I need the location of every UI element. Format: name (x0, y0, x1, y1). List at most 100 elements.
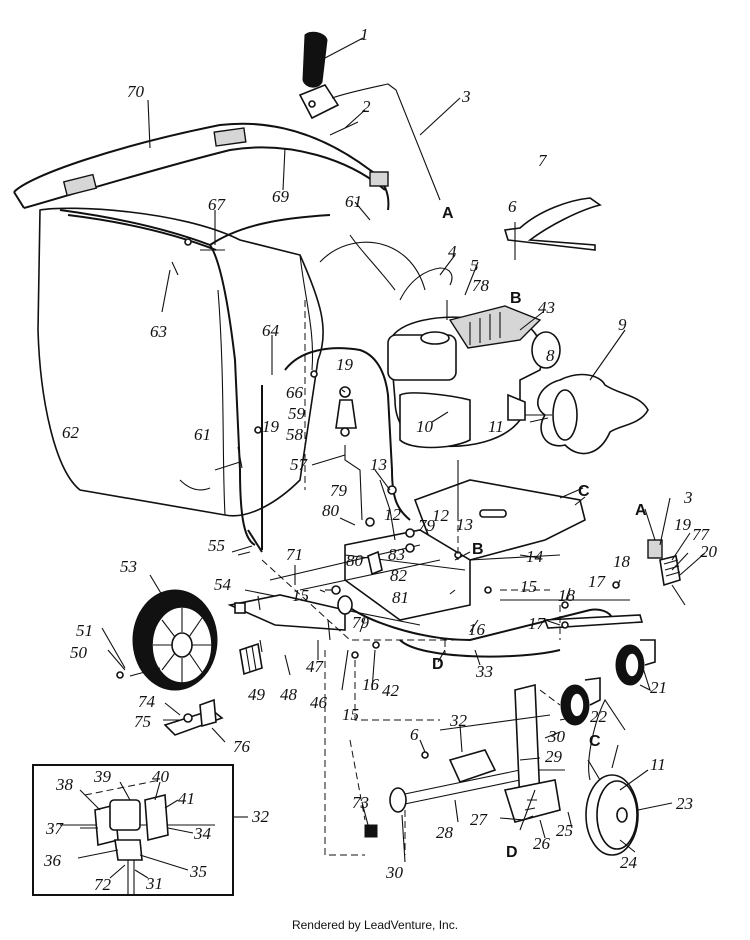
drive-assembly (364, 683, 565, 838)
callout-39: 39 (93, 767, 112, 786)
callout-62: 62 (62, 423, 80, 442)
callout-9: 9 (618, 315, 627, 334)
callout-79: 79 (330, 481, 348, 500)
callout-18b: 18 (558, 586, 576, 605)
letter-c-top: C (578, 483, 590, 500)
inset-detail-box (32, 764, 234, 896)
callout-58: 58 (286, 425, 304, 444)
callout-22: 22 (590, 707, 608, 726)
leader-lines (77, 37, 706, 879)
callout-19: 19 (336, 355, 354, 374)
callout-37: 37 (45, 819, 65, 838)
callout-74: 74 (138, 692, 156, 711)
caster-bracket (500, 539, 686, 629)
callout-14: 14 (526, 547, 544, 566)
callout-labels: 1 2 3 70 69 67 63 61 6 7 4 5 78 43 9 8 6… (43, 25, 718, 894)
callout-54: 54 (214, 575, 232, 594)
callout-19c: 19 (674, 515, 692, 534)
callout-27: 27 (470, 810, 489, 829)
engine (349, 234, 561, 449)
callout-73: 73 (352, 793, 369, 812)
callout-69: 69 (272, 187, 290, 206)
callout-70: 70 (127, 82, 145, 101)
callout-79c: 79 (352, 613, 370, 632)
alignment-lines (261, 300, 561, 856)
callout-42: 42 (382, 681, 400, 700)
letter-c-bottom: C (589, 733, 601, 750)
callout-46: 46 (310, 693, 328, 712)
callout-15b: 15 (292, 586, 309, 605)
callout-71: 71 (286, 545, 303, 564)
callout-80: 80 (322, 501, 340, 520)
callout-13: 13 (370, 455, 387, 474)
callout-82: 82 (390, 566, 408, 585)
callout-16: 16 (468, 620, 486, 639)
callout-11: 11 (488, 417, 504, 436)
callout-8: 8 (546, 346, 555, 365)
front-casters (560, 639, 656, 726)
impeller (525, 373, 649, 455)
callout-20: 20 (700, 542, 718, 561)
callout-34: 34 (193, 824, 212, 843)
callout-21: 21 (650, 678, 667, 697)
callout-61b: 61 (194, 425, 211, 444)
callout-50: 50 (70, 643, 88, 662)
callout-23: 23 (676, 794, 693, 813)
callout-26: 26 (533, 834, 551, 853)
callout-66: 66 (286, 383, 304, 402)
callout-41: 41 (178, 789, 195, 808)
callout-15: 15 (520, 577, 537, 596)
drive-pulley (585, 698, 639, 856)
letter-a-top: A (442, 205, 454, 222)
callout-40: 40 (152, 767, 170, 786)
callout-30: 30 (547, 727, 566, 746)
height-adjust-rod (335, 386, 396, 541)
callout-10: 10 (416, 417, 434, 436)
callout-32: 32 (449, 711, 468, 730)
callout-55: 55 (208, 536, 225, 555)
callout-15c: 15 (342, 705, 359, 724)
callout-2: 2 (362, 97, 371, 116)
callout-32b: 32 (251, 807, 270, 826)
callout-4: 4 (448, 242, 457, 261)
callout-78: 78 (472, 276, 490, 295)
callout-63: 63 (150, 322, 167, 341)
callout-75: 75 (134, 712, 151, 731)
callout-77: 77 (692, 525, 711, 544)
callout-80b: 80 (346, 551, 364, 570)
callout-72: 72 (94, 875, 112, 894)
callout-13b: 13 (456, 515, 473, 534)
axle-bracket (163, 698, 224, 736)
callout-76: 76 (233, 737, 251, 756)
callout-47: 47 (306, 657, 325, 676)
callout-18: 18 (613, 552, 631, 571)
callout-38: 38 (55, 775, 74, 794)
letter-a-right: A (635, 502, 647, 519)
callout-29: 29 (545, 747, 563, 766)
callout-25: 25 (556, 821, 573, 840)
callout-16b: 16 (362, 675, 380, 694)
callout-17: 17 (588, 572, 607, 591)
callout-36: 36 (43, 851, 62, 870)
callout-5: 5 (470, 256, 479, 275)
callout-3: 3 (461, 87, 471, 106)
callout-35: 35 (189, 862, 207, 881)
handle-grip (298, 31, 441, 201)
callout-31: 31 (145, 874, 163, 893)
letter-b-top: B (510, 290, 522, 307)
callout-24: 24 (620, 853, 638, 872)
callout-79b: 79 (418, 516, 436, 535)
callout-48: 48 (280, 685, 298, 704)
callout-7: 7 (538, 151, 548, 170)
letter-d-deck: D (432, 656, 444, 673)
footer-credit: Rendered by LeadVenture, Inc. (291, 918, 459, 932)
callout-43: 43 (538, 298, 555, 317)
callout-49: 49 (248, 685, 266, 704)
callout-12b: 12 (432, 506, 450, 525)
callout-57: 57 (290, 455, 309, 474)
callout-11b: 11 (650, 755, 666, 774)
rear-wheel (129, 589, 218, 691)
callout-67: 67 (208, 195, 227, 214)
callout-30b: 30 (385, 863, 404, 882)
